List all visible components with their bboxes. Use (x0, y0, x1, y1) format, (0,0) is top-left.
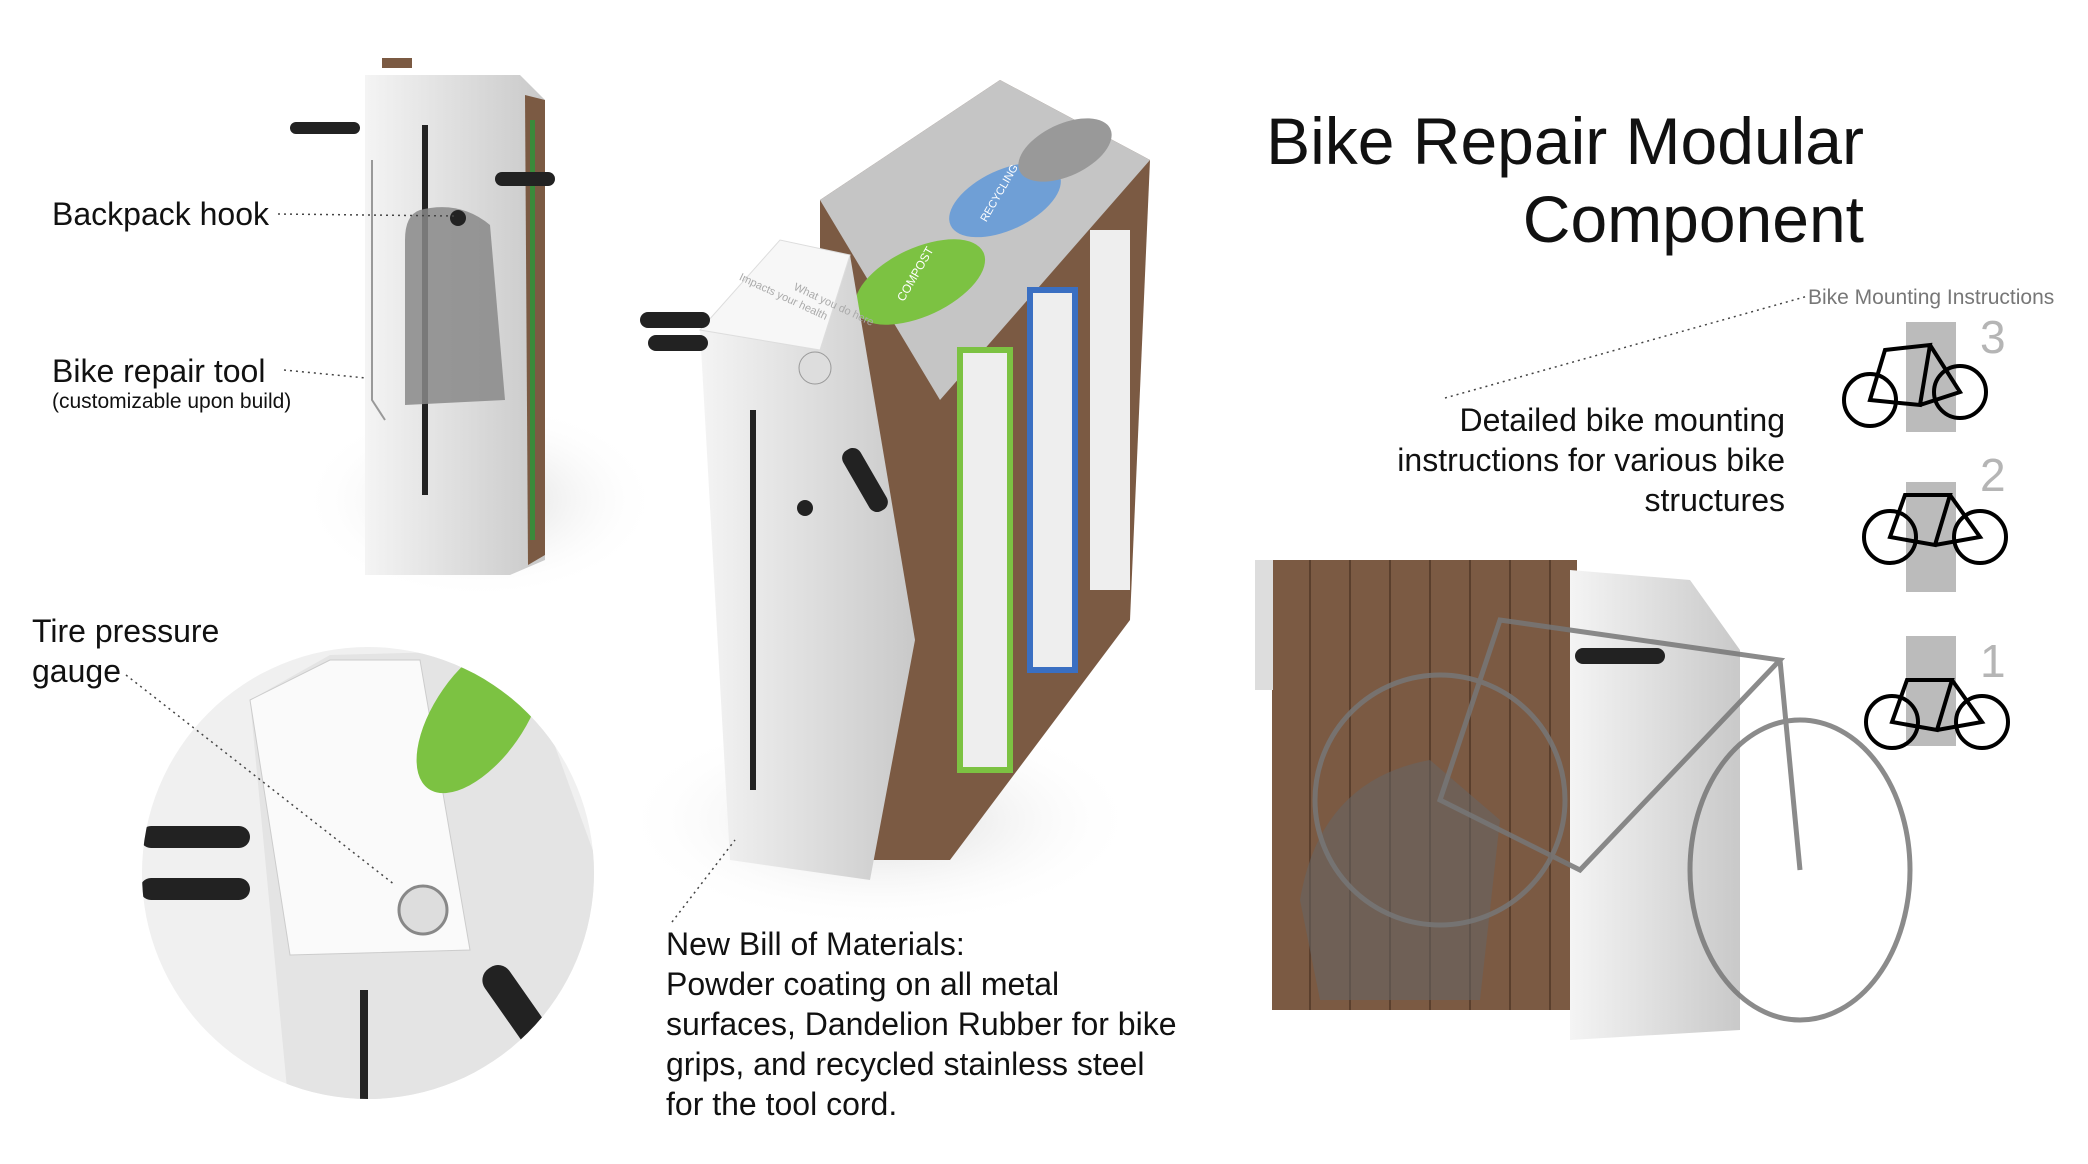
bike-repair-tool-note: (customizable upon build) (52, 390, 292, 413)
bom-body: Powder coating on all metal surfaces, Da… (666, 966, 1177, 1122)
backpack-silhouette (405, 207, 505, 405)
detailed-instructions-callout: Detailed bike mounting instructions for … (1397, 400, 1785, 520)
tire-gauge-label-1: Tire pressure (32, 613, 220, 649)
title-line-1: Bike Repair Modular (1266, 104, 1864, 178)
bike-silhouette (1312, 617, 1913, 1023)
leader-lines (125, 213, 1809, 923)
step-number-1: 1 (1980, 635, 2006, 687)
detail-line: instructions for various bike (1397, 442, 1785, 478)
bom-heading: New Bill of Materials: (666, 926, 965, 962)
gauge-detail-render (142, 647, 594, 1099)
bike-repair-tool-label: Bike repair tool (52, 353, 266, 389)
detail-line: structures (1644, 482, 1785, 518)
title-line-2: Component (1522, 182, 1864, 256)
backpack-hook-label: Backpack hook (52, 196, 270, 232)
mounting-step-icons (1842, 322, 2010, 750)
detail-line: Detailed bike mounting (1459, 402, 1785, 438)
tire-gauge-label-2: gauge (32, 653, 121, 689)
step-number-3: 3 (1980, 311, 2006, 363)
side-view-render (290, 58, 660, 600)
step-number-2: 2 (1980, 449, 2006, 501)
person-silhouette (1300, 760, 1500, 1000)
center-render (620, 80, 1150, 930)
bill-of-materials: New Bill of Materials: Powder coating on … (666, 924, 1177, 1124)
mounting-instructions-label: Bike Mounting Instructions (1808, 286, 2055, 309)
mounted-bike-render (1255, 560, 1913, 1040)
